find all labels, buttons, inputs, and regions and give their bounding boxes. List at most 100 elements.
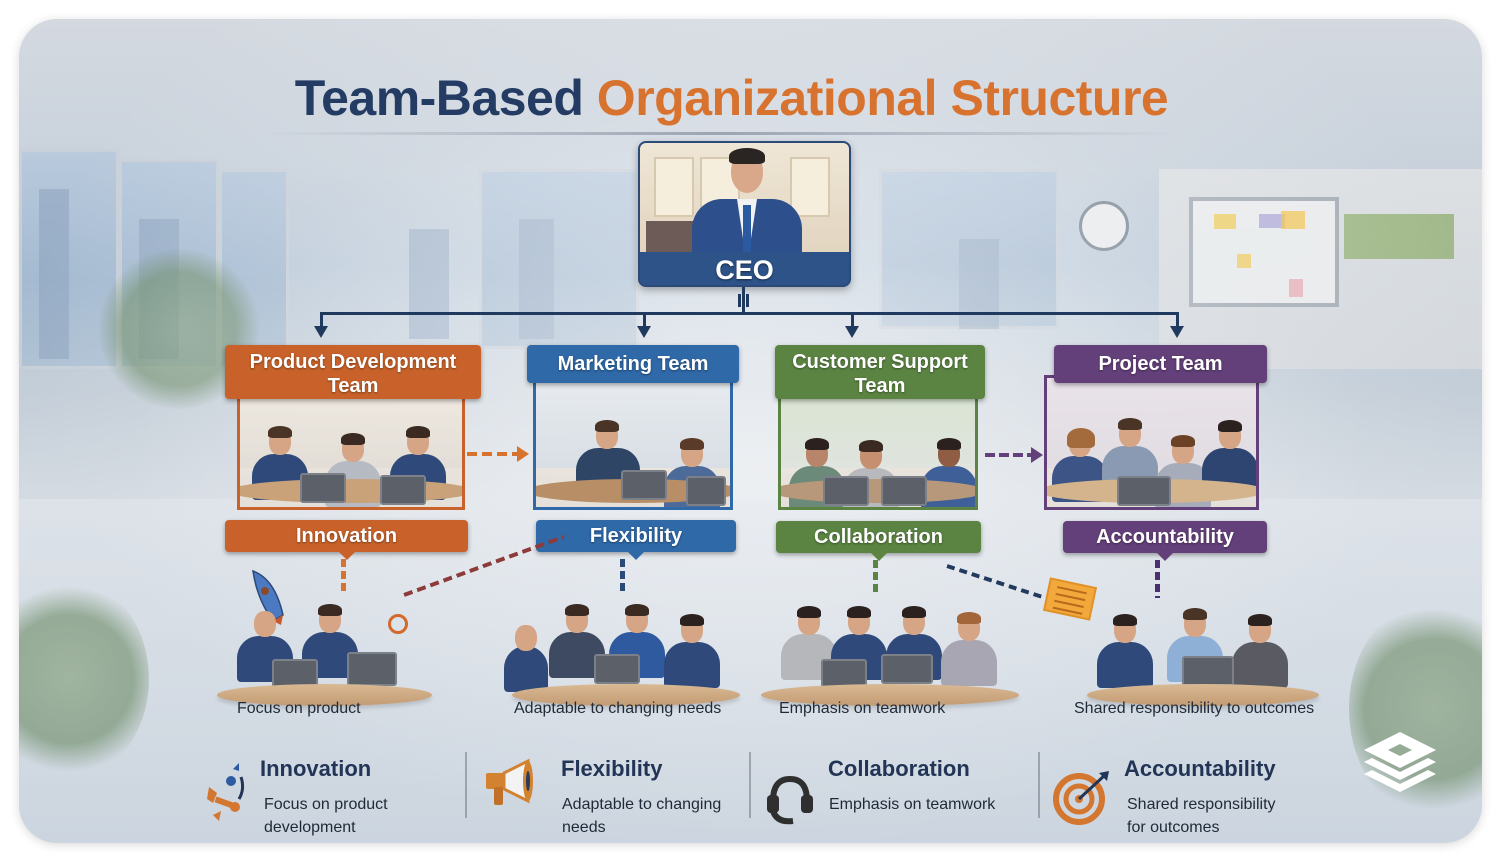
connector-drop (320, 312, 323, 330)
dashed-arrow (467, 446, 529, 462)
dashed-arrow (985, 447, 1043, 463)
legend-desc-line: development (264, 819, 356, 836)
team-name-line-2: Team (854, 375, 906, 397)
hair (680, 614, 704, 626)
connector-drop (1176, 312, 1179, 330)
hair (1113, 614, 1137, 626)
laptop-icon (881, 476, 927, 506)
meeting-table (512, 684, 740, 706)
ceo-portrait (640, 143, 849, 255)
laptop-icon (1117, 476, 1171, 506)
hair (1118, 418, 1142, 430)
legend-title: Flexibility (561, 756, 663, 781)
dashes (985, 453, 1031, 457)
team-caption: Emphasis on teamwork (779, 700, 946, 717)
stamp-icon (388, 614, 408, 634)
hair (680, 438, 704, 450)
window (654, 157, 694, 217)
team-value-badge: Innovation (225, 520, 468, 560)
hair (797, 606, 821, 618)
arrow-down-icon (845, 326, 859, 338)
connector-stub (746, 294, 749, 307)
dashed-connector (1155, 560, 1160, 598)
rocket-icon (203, 759, 249, 825)
dashed-connector (341, 559, 346, 595)
hair (318, 604, 342, 616)
laptop-icon (347, 652, 397, 686)
connector-drop (851, 312, 854, 330)
laptop-icon (621, 470, 667, 500)
arrow-right-icon (1031, 447, 1043, 463)
team-name-line-1: Product Development (249, 351, 457, 373)
page-title: Team-Based Organizational Structure (19, 69, 1463, 127)
team-card-product-development[interactable]: Product Development Team Innovation (222, 345, 482, 570)
megaphone-icon (482, 757, 542, 813)
team-value-badge: Collaboration (776, 521, 981, 561)
legend-title: Accountability (1124, 756, 1276, 781)
arrow-down-icon (314, 326, 328, 338)
hair (859, 440, 883, 452)
hair (805, 438, 829, 450)
rocket-icon (247, 569, 287, 627)
window (790, 157, 830, 217)
hair (902, 606, 926, 618)
team-header: Customer Support Team (775, 345, 985, 399)
team-card-project[interactable]: Project Team Accountability (1034, 345, 1269, 570)
infographic-card: Team-Based Organizational Structure CEO (19, 19, 1482, 843)
ceo-hair (729, 148, 765, 164)
team-caption: Shared responsibility to outcomes (1074, 700, 1315, 717)
hair (1183, 608, 1207, 620)
legend-desc-line: Shared responsibility (1127, 796, 1276, 813)
body (1232, 642, 1288, 688)
target-icon (1053, 769, 1113, 825)
team-value-badge: Accountability (1063, 521, 1267, 561)
head (254, 611, 276, 637)
head (515, 625, 537, 651)
team-card-marketing[interactable]: Marketing Team Flexibility (521, 345, 743, 570)
meeting-table (781, 479, 975, 503)
connector-horizontal (321, 312, 1178, 315)
body (941, 640, 997, 686)
team-name-line-1: Marketing Team (557, 353, 709, 375)
legend-desc-line: for outcomes (1127, 819, 1220, 836)
hair (625, 604, 649, 616)
team-card-customer-support[interactable]: Customer Support Team Collaboration (772, 345, 994, 570)
laptop-icon (686, 476, 726, 506)
team-name-line-1: Project Team (1098, 353, 1223, 375)
body (1097, 642, 1153, 688)
laptop-icon (823, 476, 869, 506)
legend-title: Collaboration (828, 756, 970, 781)
ceo-node[interactable]: CEO (638, 141, 851, 287)
title-part-1: Team-Based (294, 70, 584, 126)
legend-divider (465, 752, 467, 818)
headset-icon (765, 771, 815, 827)
meeting-table (217, 684, 432, 706)
ceo-label: CEO (640, 252, 849, 285)
monitor (646, 221, 694, 252)
legend-desc-line: Emphasis on teamwork (829, 796, 996, 813)
team-photo (533, 375, 733, 510)
laptop-icon (380, 475, 426, 505)
hair (268, 426, 292, 438)
legend-description: Focus on product development (264, 793, 388, 839)
team-caption: Adaptable to changing needs (514, 700, 722, 717)
legend-title: Innovation (260, 756, 372, 781)
legend-description: Emphasis on teamwork (829, 793, 995, 816)
team-caption: Focus on product (237, 700, 361, 717)
laptop-icon (1182, 656, 1234, 686)
team-group-project (1067, 604, 1319, 706)
team-header: Marketing Team (527, 345, 739, 383)
hair (1171, 435, 1195, 447)
meeting-table (240, 479, 462, 503)
dashed-connector (620, 559, 625, 595)
title-underline (260, 132, 1180, 135)
hair (595, 420, 619, 432)
layers-logo-icon (1360, 728, 1440, 803)
laptop-icon (881, 654, 933, 684)
team-photo (1044, 375, 1259, 510)
arrow-down-icon (637, 326, 651, 338)
ceo-tie (743, 205, 751, 252)
dashes (467, 452, 517, 456)
legend-desc-line: needs (562, 819, 606, 836)
meeting-table (1087, 684, 1319, 706)
